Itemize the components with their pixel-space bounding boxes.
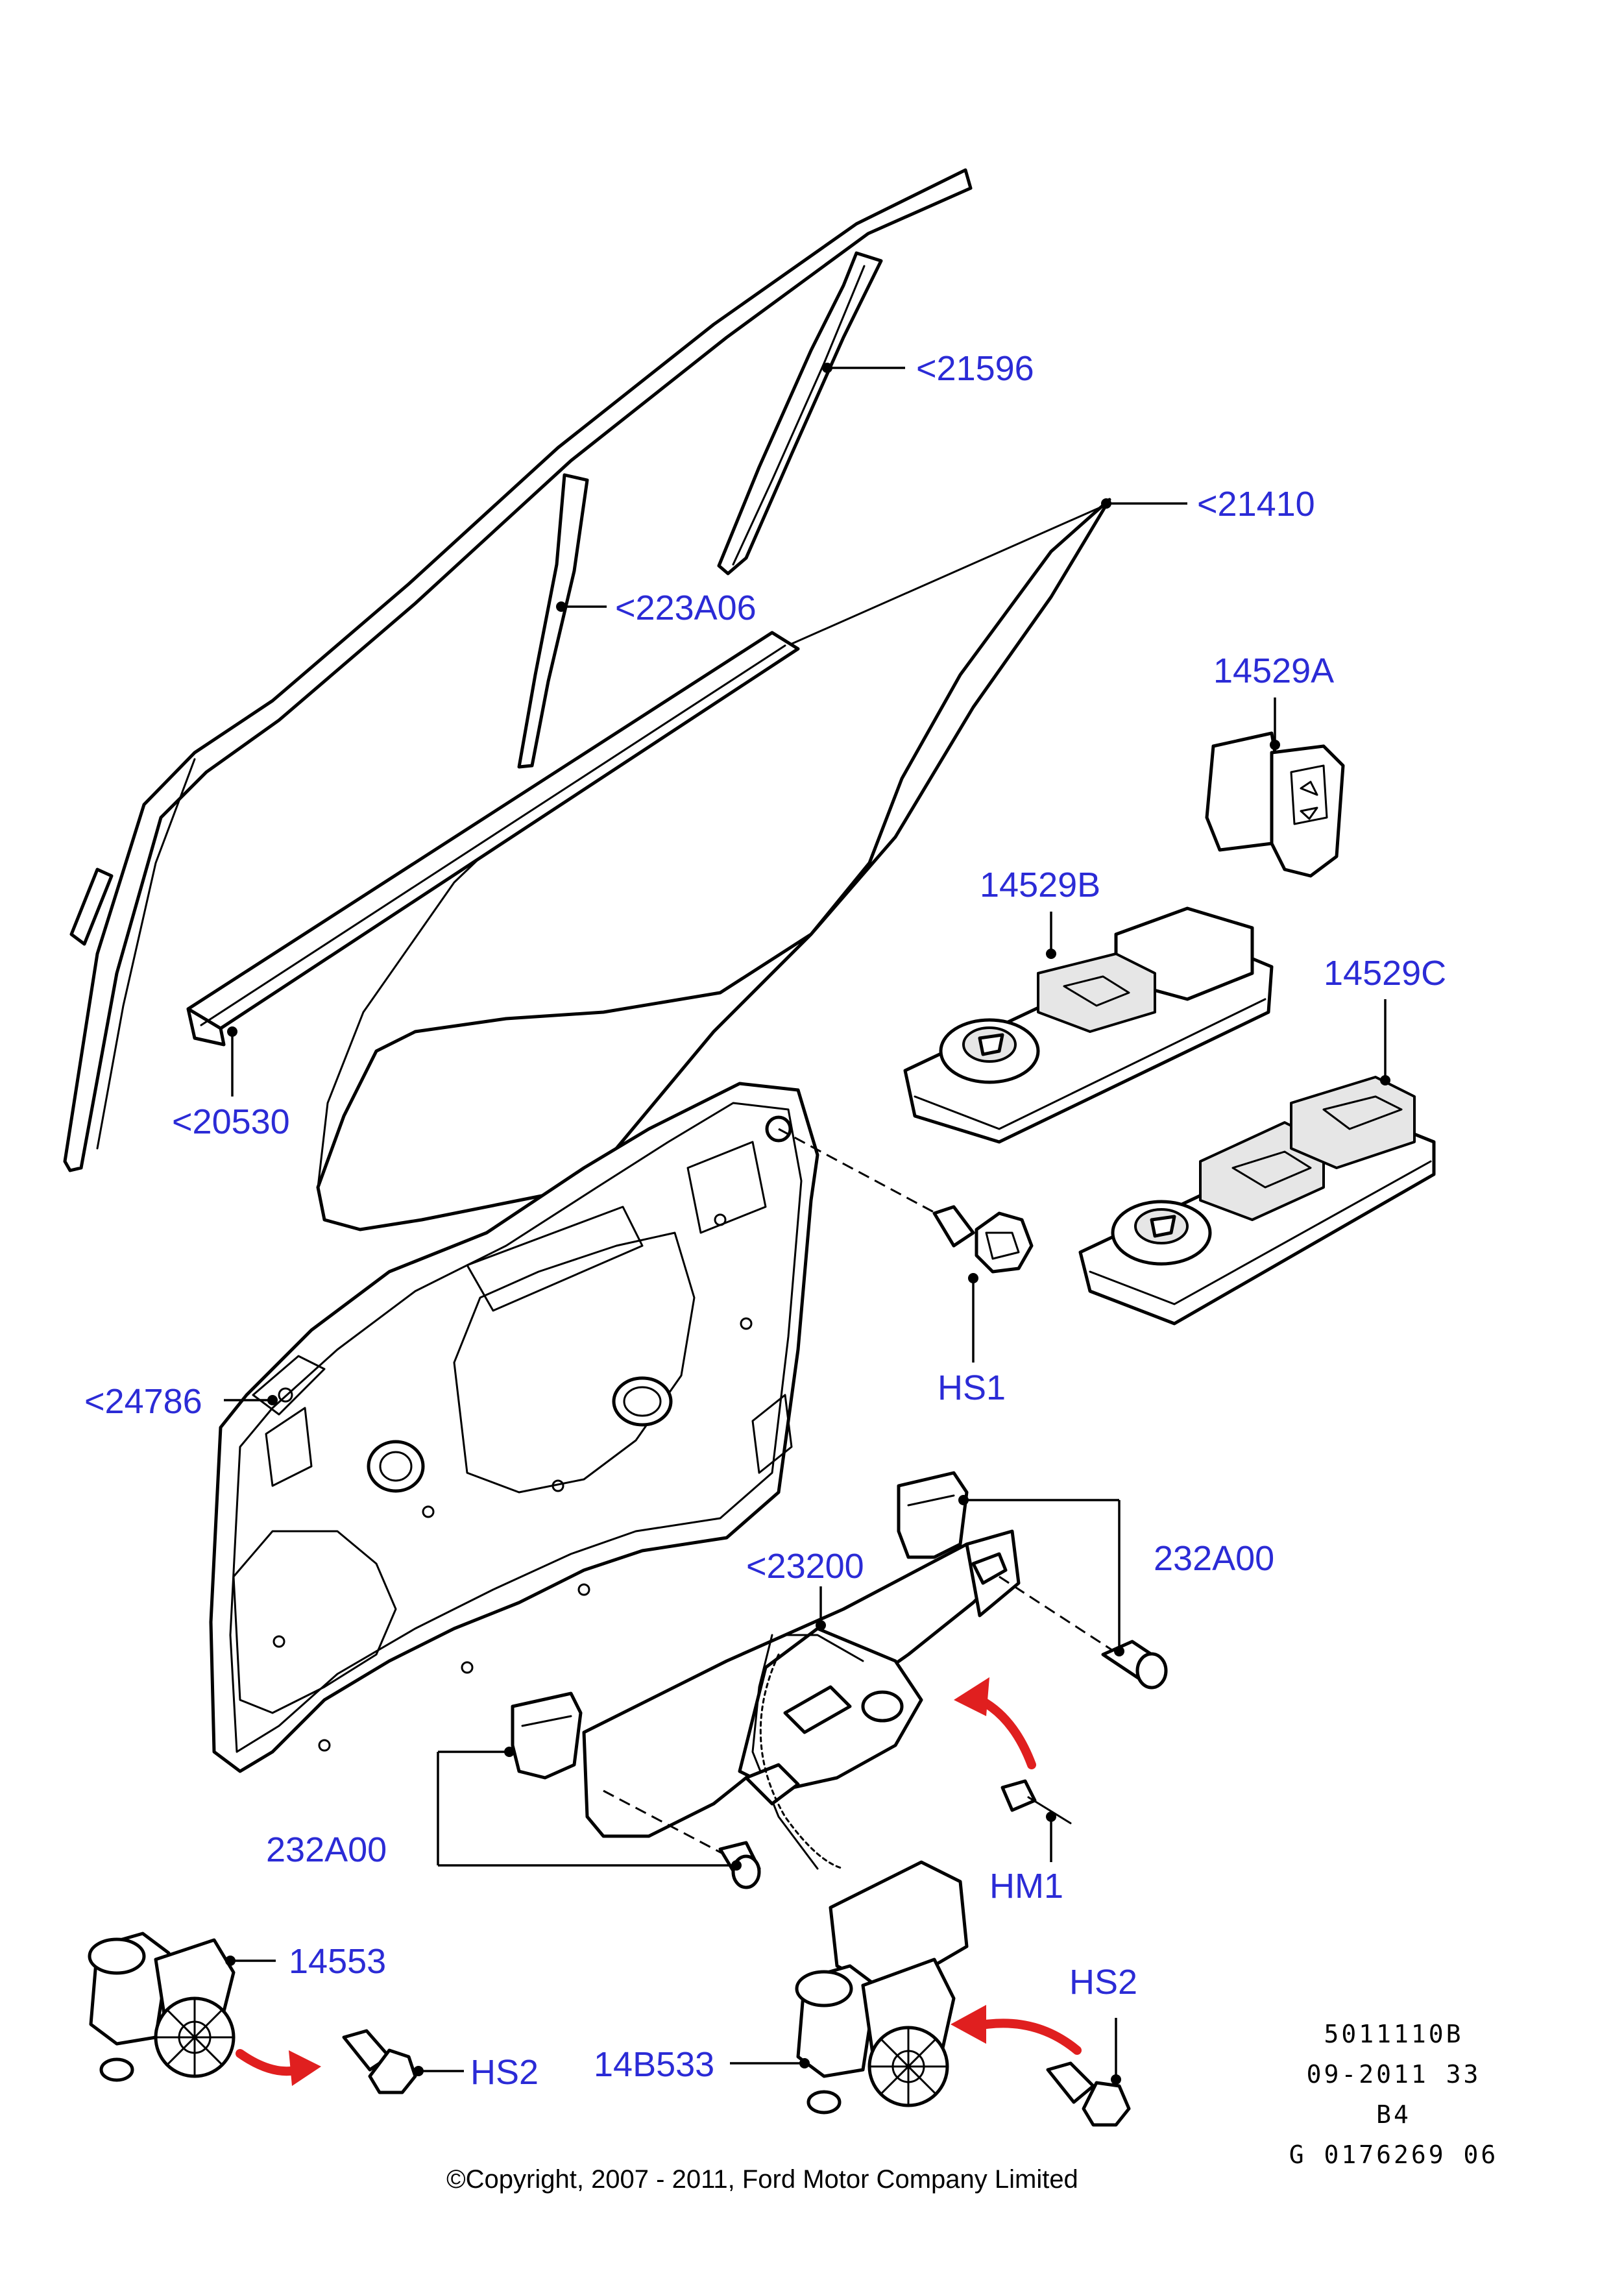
door-frame-moulding (63, 168, 973, 1172)
label-23200: <23200 (746, 1547, 864, 1586)
hs2-bolt-left (342, 2029, 417, 2094)
clip-lower (511, 1691, 583, 1780)
label-232a00-upper: 232A00 (1154, 1539, 1274, 1578)
label-hs2-right: HS2 (1069, 1963, 1137, 2002)
label-223a06: <223A06 (615, 588, 757, 627)
rear-glass-run-channel (717, 251, 883, 576)
arrow-motor-to-hs2-left (236, 2049, 321, 2086)
label-14b533: 14B533 (594, 2045, 714, 2084)
arrow-hs2-to-motor-right (951, 2005, 1082, 2055)
motor-14553 (88, 1932, 236, 2082)
reference-line-3: B4 (1376, 2100, 1411, 2129)
switch-14529c (1078, 1076, 1436, 1326)
label-21410: <21410 (1197, 485, 1315, 524)
motor-14b533 (795, 1860, 969, 2115)
label-hm1: HM1 (989, 1867, 1063, 1906)
label-hs2-left: HS2 (470, 2053, 539, 2092)
door-inner-panel (209, 1082, 961, 1773)
label-14529a: 14529A (1213, 651, 1334, 690)
copyright-notice: ©Copyright, 2007 - 2011, Ford Motor Comp… (446, 2165, 1078, 2194)
reference-block: 5011110B 09-2011 33 B4 G 0176269 06 (1289, 2020, 1499, 2169)
arrow-hm1-to-regulator (954, 1677, 1036, 1769)
label-hs1: HS1 (938, 1368, 1006, 1407)
label-14553: 14553 (289, 1942, 386, 1981)
reference-line-1: 5011110B (1324, 2020, 1463, 2048)
bolt-upper-232a00 (1101, 1640, 1168, 1690)
label-14529c: 14529C (1324, 954, 1446, 993)
label-20530: <20530 (172, 1102, 290, 1141)
hs2-bolt-right (1046, 2061, 1131, 2127)
leader-lines (224, 363, 1390, 2085)
label-24786: <24786 (84, 1382, 202, 1421)
reference-line-2: 09-2011 33 (1307, 2060, 1481, 2089)
label-14529b: 14529B (980, 866, 1100, 904)
reference-line-4: G 0176269 06 (1289, 2140, 1499, 2169)
clip-upper (897, 1471, 969, 1559)
hm1-rivet (1000, 1779, 1072, 1824)
switch-14529b (903, 906, 1274, 1144)
belt-weatherstrip (186, 631, 800, 1047)
label-232a00-lower: 232A00 (266, 1830, 387, 1869)
centre-glass-run (517, 473, 589, 769)
hs1-screw (932, 1205, 1034, 1274)
switch-14529a (1205, 731, 1345, 878)
window-regulator (582, 1529, 1130, 1870)
label-21596: <21596 (916, 349, 1034, 388)
